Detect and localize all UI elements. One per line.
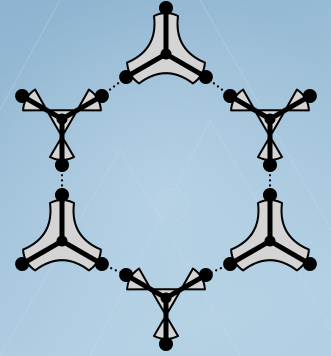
connector-node [223,89,238,103]
connector-node [119,70,134,84]
connector-node [15,89,30,103]
tile-upper-left[interactable] [15,88,109,172]
tile-lower-left[interactable] [15,188,109,272]
connector-node [159,337,173,351]
tile-arm [59,93,105,122]
tiles-layer [15,1,317,351]
tile-arm [163,272,209,301]
connector-node [198,268,213,282]
tile-arm [267,238,313,267]
tile-hub [56,235,68,247]
tile-lower-right[interactable] [223,188,317,272]
connector-node [15,257,30,271]
tile-hub [160,292,172,304]
connector-node [223,257,238,271]
connector-node [263,158,277,172]
tile-arm [59,238,105,267]
connector-node [302,89,317,103]
tile-top[interactable] [119,1,213,85]
tile-hub [264,235,276,247]
connector-node [263,188,277,202]
tile-arm [163,51,209,80]
tile-arm [123,51,169,80]
tile-arm [227,238,273,267]
tile-upper-right[interactable] [223,88,317,172]
connector-node [302,257,317,271]
connector-node [159,1,173,15]
tile-arm [19,238,65,267]
connector-node [94,257,109,271]
tile-arm [227,93,273,122]
connector-node [198,70,213,84]
tile-hub [56,113,68,125]
tile-arm [267,93,313,122]
tile-hub [264,113,276,125]
connector-node [55,188,69,202]
tile-arm [123,272,169,301]
connector-node [55,158,69,172]
connector-node [94,89,109,103]
tile-bottom[interactable] [119,267,213,351]
connector-node [119,268,134,282]
tile-hub [160,48,172,60]
tile-arm [19,93,65,122]
